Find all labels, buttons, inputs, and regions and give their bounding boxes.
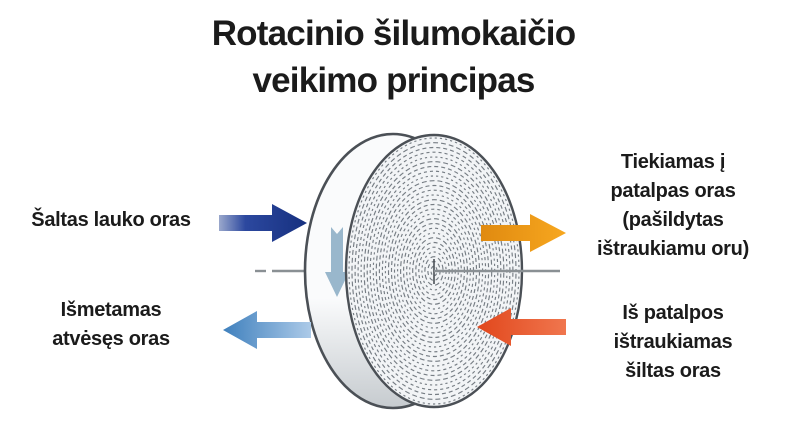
page-title: Rotacinio šilumokaičio veikimo principas [211, 14, 576, 100]
exhaust-air-arrow-icon [223, 311, 311, 349]
rotation-arrow-icon [325, 227, 349, 297]
supply-air-arrow-icon [481, 214, 566, 252]
cold-air-arrow-icon [219, 204, 307, 242]
label-extract-warm-air: Iš patalpos ištraukiamas šiltas oras [613, 302, 733, 382]
label-exhaust-cooled-air: Išmetamas atvėsęs oras [52, 299, 170, 350]
label-cold-outdoor-air: Šaltas lauko oras [31, 209, 191, 231]
extract-air-arrow-icon [477, 308, 566, 346]
label-supply-air: Tiekiamas į patalpas oras (pašildytas iš… [597, 151, 749, 260]
